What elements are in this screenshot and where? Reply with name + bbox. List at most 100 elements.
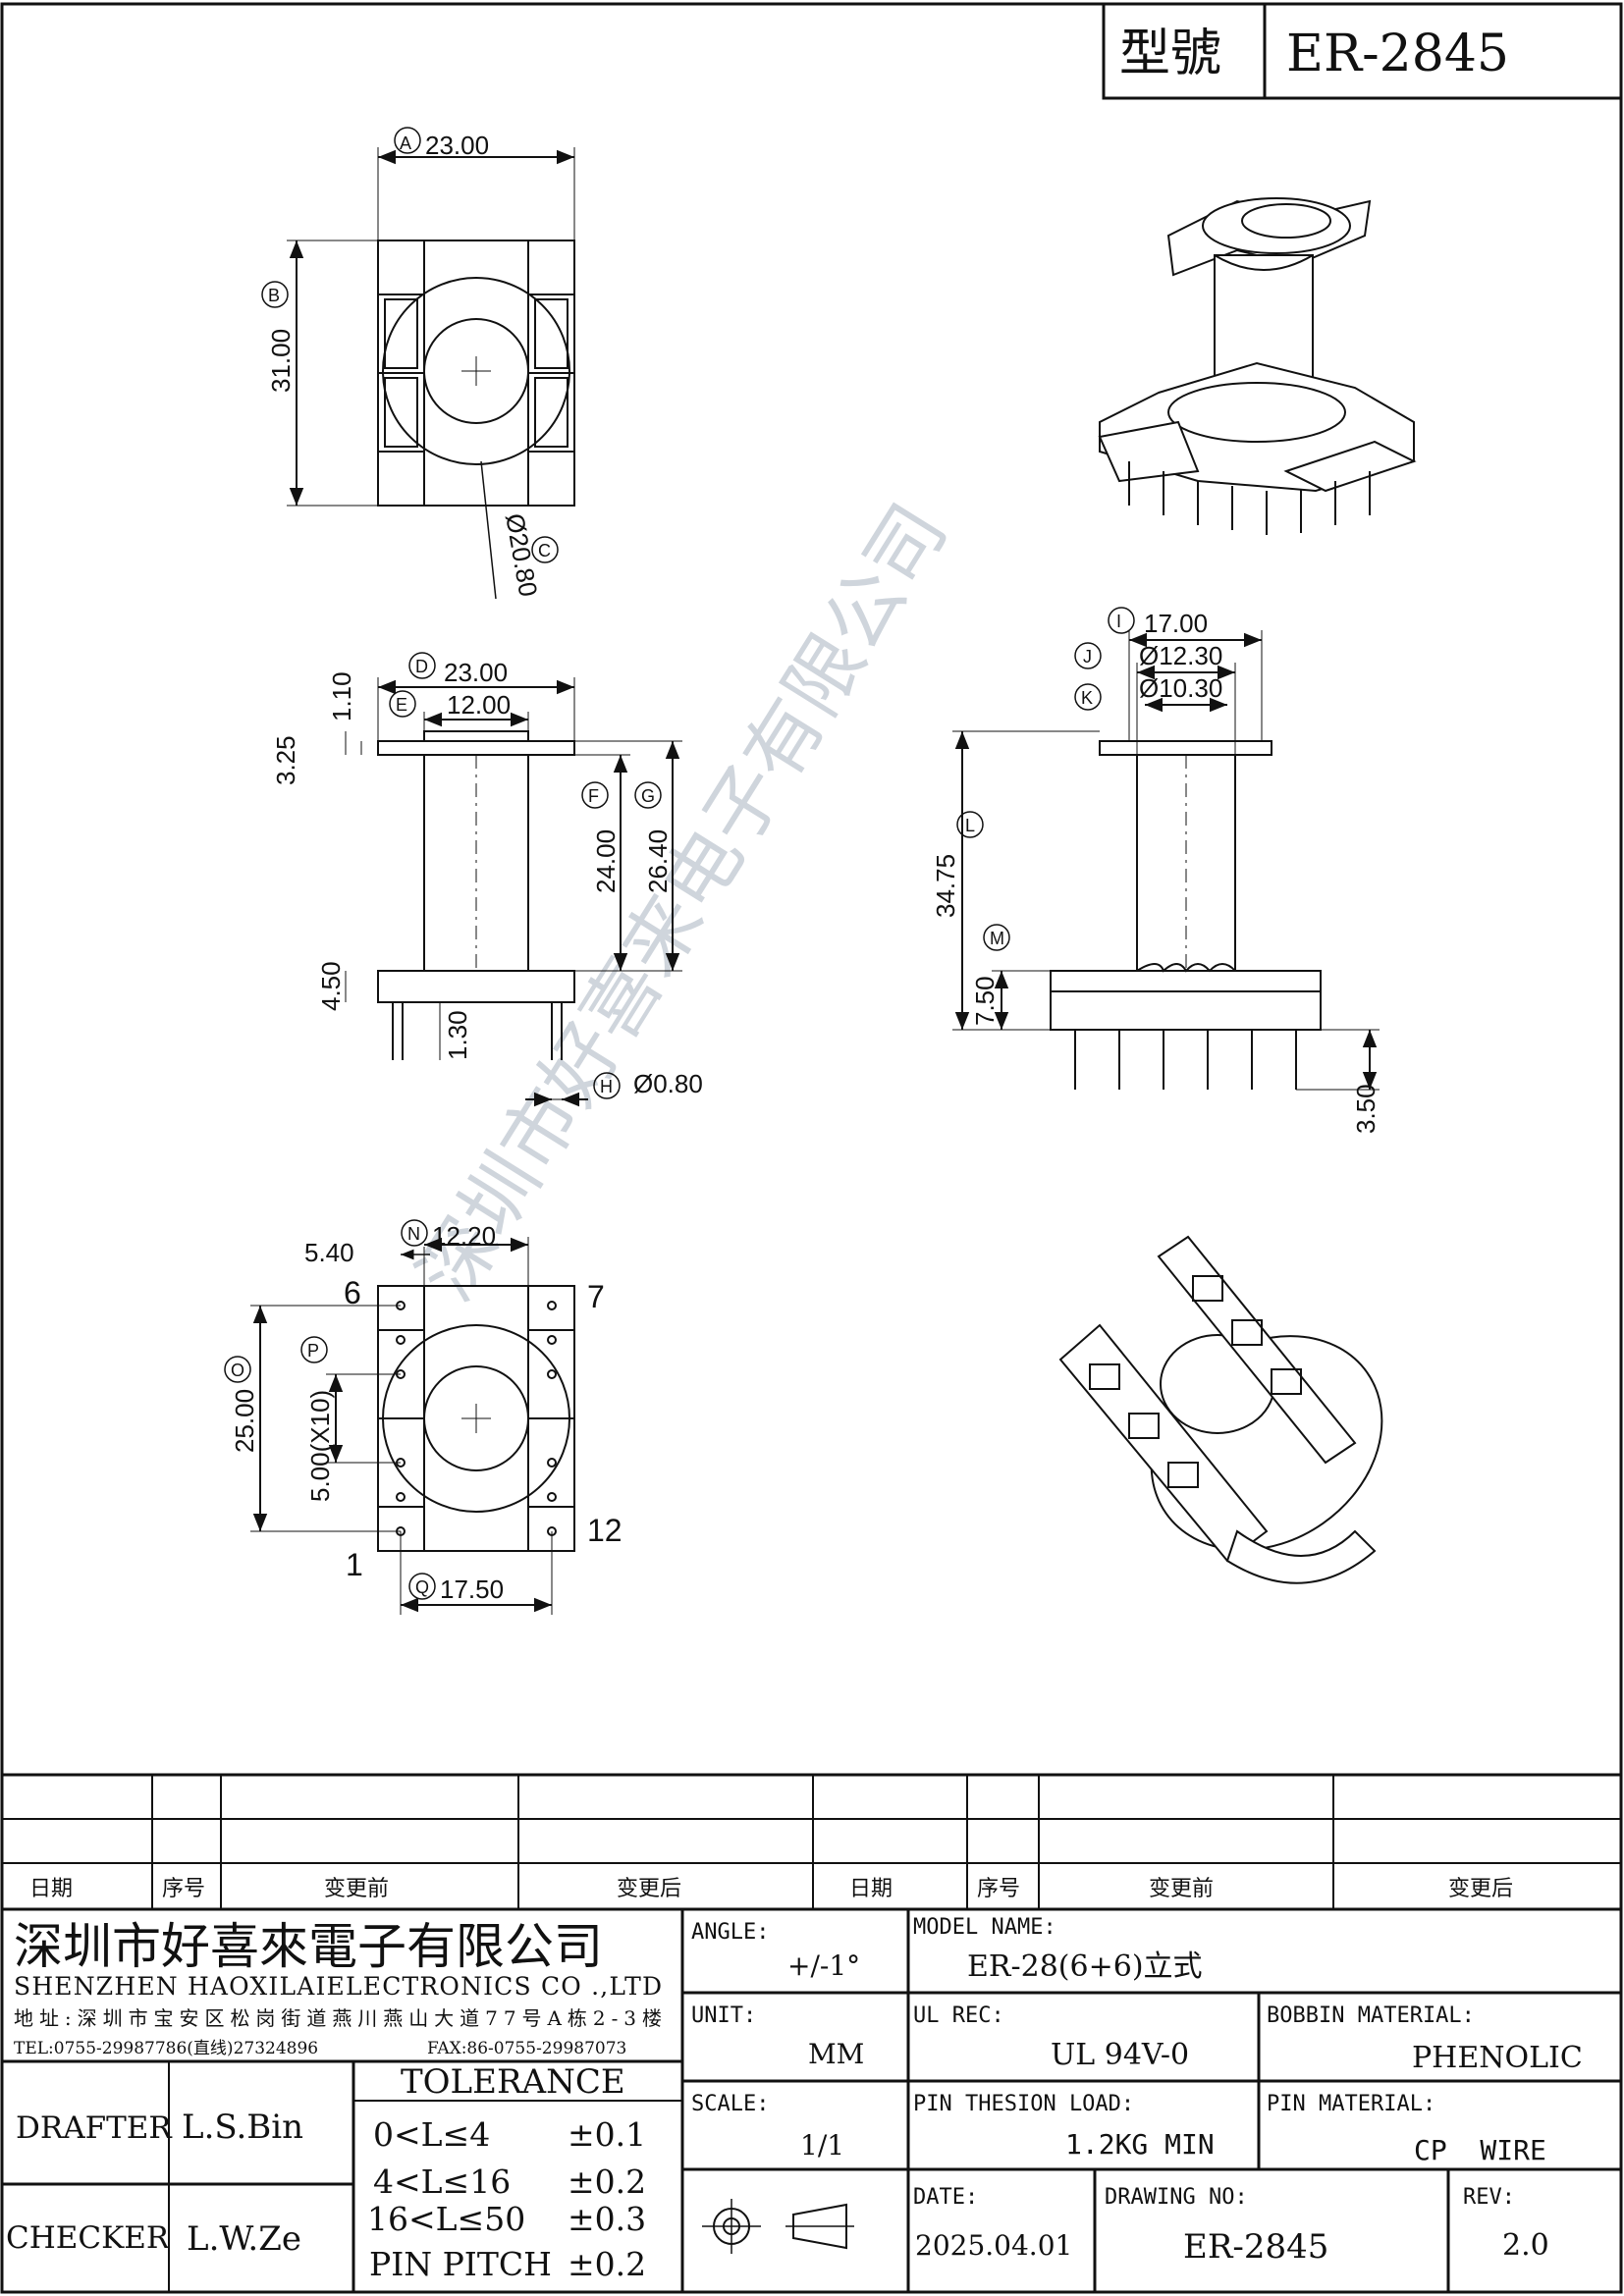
date-value: 2025.04.01 [915, 2229, 1072, 2262]
dim-O: 25.00 [230, 1389, 259, 1453]
company-name-en: SHENZHEN HAOXILAIELECTRONICS CO .,LTD [14, 1972, 662, 2001]
letter-Q: Q [415, 1577, 429, 1597]
dim-N: 12.20 [432, 1221, 496, 1251]
pin-label-6: 6 [344, 1275, 361, 1310]
pin-tension-value: 1.2KG MIN [1065, 2128, 1215, 2161]
dim-L: 34.75 [931, 854, 960, 918]
letter-L: L [965, 816, 975, 835]
dim-A: 23.00 [425, 131, 489, 160]
tolerance-title: TOLERANCE [401, 2062, 625, 2102]
rev-label: REV: [1463, 2185, 1515, 2210]
tolerance-value-3: ±0.3 [568, 2200, 646, 2238]
letter-B: B [268, 286, 280, 305]
letter-N: N [407, 1224, 420, 1244]
model-name-label: MODEL NAME: [913, 1915, 1056, 1940]
model-header: 型號 ER-2845 [1102, 2, 1623, 100]
dim-H: Ø0.80 [633, 1069, 703, 1098]
top-view [261, 127, 575, 600]
dim-Q: 17.50 [440, 1575, 504, 1604]
rev-header-date-1: 日期 [29, 1877, 73, 1901]
scale-label: SCALE: [691, 2092, 769, 2116]
ul-rec-label: UL REC: [913, 2003, 1004, 2028]
letter-E: E [396, 695, 407, 715]
letter-I: I [1116, 612, 1121, 631]
dim-G: 26.40 [643, 829, 673, 893]
dim-D: 23.00 [444, 658, 508, 687]
company-tel: TEL:0755-29987786(直线)27324896 [14, 2039, 318, 2058]
dim-E: 12.00 [447, 690, 511, 720]
tolerance-value-1: ±0.1 [568, 2115, 646, 2154]
pin-material-value: CP WIRE [1414, 2134, 1546, 2166]
letter-J: J [1083, 647, 1092, 667]
letter-G: G [641, 786, 655, 806]
unit-value: MM [808, 2038, 864, 2070]
angle-label: ANGLE: [691, 1920, 769, 1945]
rev-header-after-2: 变更后 [1448, 1877, 1513, 1901]
pin-label-12: 12 [587, 1513, 623, 1548]
rev-header-seq-1: 序号 [162, 1877, 205, 1901]
svg-text:深圳市好喜来电子有限公司: 深圳市好喜来电子有限公司 [403, 490, 964, 1315]
dim-C: Ø20.80 [500, 511, 543, 599]
tolerance-range-3: 16<L≤50 [367, 2200, 525, 2238]
title-block-grid [2, 1773, 1621, 2292]
rev-header-before-2: 变更前 [1149, 1877, 1214, 1901]
drafter-label: DRAFTER [16, 2110, 173, 2146]
tolerance-range-4: PIN PITCH [369, 2245, 552, 2283]
tolerance-value-4: ±0.2 [568, 2245, 646, 2283]
dim-B: 31.00 [266, 329, 296, 393]
bobbin-material-label: BOBBIN MATERIAL: [1267, 2003, 1475, 2028]
letter-C: C [538, 541, 551, 561]
rev-header-seq-2: 序号 [977, 1877, 1020, 1901]
rev-header-before-1: 变更前 [324, 1877, 389, 1901]
company-fax: FAX:86-0755-29987073 [427, 2039, 626, 2058]
letter-A: A [400, 133, 411, 153]
dim-J: Ø12.30 [1139, 641, 1222, 670]
unit-label: UNIT: [691, 2003, 756, 2028]
pin-label-1: 1 [346, 1547, 363, 1582]
dim-F: 24.00 [591, 829, 621, 893]
drawing-no-value: ER-2845 [1183, 2227, 1328, 2267]
rev-value: 2.0 [1502, 2228, 1549, 2263]
company-name-cn: 深圳市好喜來電子有限公司 [14, 1918, 603, 1975]
bobbin-material-value: PHENOLIC [1412, 2041, 1583, 2075]
drafter-name: L.S.Bin [182, 2108, 303, 2147]
tolerance-range-1: 0<L≤4 [373, 2115, 490, 2154]
drawing-no-label: DRAWING NO: [1105, 2185, 1248, 2210]
model-name-value: ER-28(6+6)立式 [967, 1949, 1203, 1984]
letter-M: M [990, 929, 1004, 948]
angle-value: +/-1° [787, 1949, 860, 1982]
dim-5-40: 5.40 [304, 1238, 354, 1267]
pin-material-label: PIN MATERIAL: [1267, 2092, 1435, 2116]
dim-1-30: 1.30 [443, 1010, 472, 1060]
model-label: 型號 [1119, 25, 1221, 83]
pin-tension-label: PIN THESION LOAD: [913, 2092, 1134, 2116]
letter-K: K [1081, 688, 1093, 708]
letter-P: P [307, 1341, 319, 1361]
dim-P: 5.00(X10) [305, 1390, 335, 1502]
rev-header-after-1: 变更后 [617, 1877, 681, 1901]
dim-I: 17.00 [1144, 609, 1208, 638]
letter-H: H [600, 1077, 613, 1096]
scale-value: 1/1 [800, 2129, 844, 2162]
letter-F: F [588, 786, 599, 806]
checker-name: L.W.Ze [187, 2219, 301, 2259]
dim-3-25: 3.25 [271, 735, 300, 785]
bottom-view [224, 1219, 575, 1615]
dim-3-50: 3.50 [1351, 1084, 1380, 1134]
side-view [345, 652, 682, 1107]
letter-D: D [415, 657, 428, 676]
bobbin-iso-view-bottom [1058, 1235, 1383, 1584]
date-label: DATE: [913, 2185, 978, 2210]
bobbin-iso-view-top [1098, 197, 1417, 535]
tolerance-value-2: ±0.2 [568, 2163, 646, 2201]
model-number: ER-2845 [1286, 25, 1509, 83]
dim-1-10: 1.10 [327, 671, 356, 721]
checker-label: CHECKER [6, 2220, 171, 2256]
front-view [952, 607, 1380, 1091]
pin-label-7: 7 [587, 1279, 605, 1314]
ul-rec-value: UL 94V-0 [1051, 2038, 1189, 2072]
dim-K: Ø10.30 [1139, 673, 1222, 703]
dim-4-50: 4.50 [316, 961, 346, 1011]
